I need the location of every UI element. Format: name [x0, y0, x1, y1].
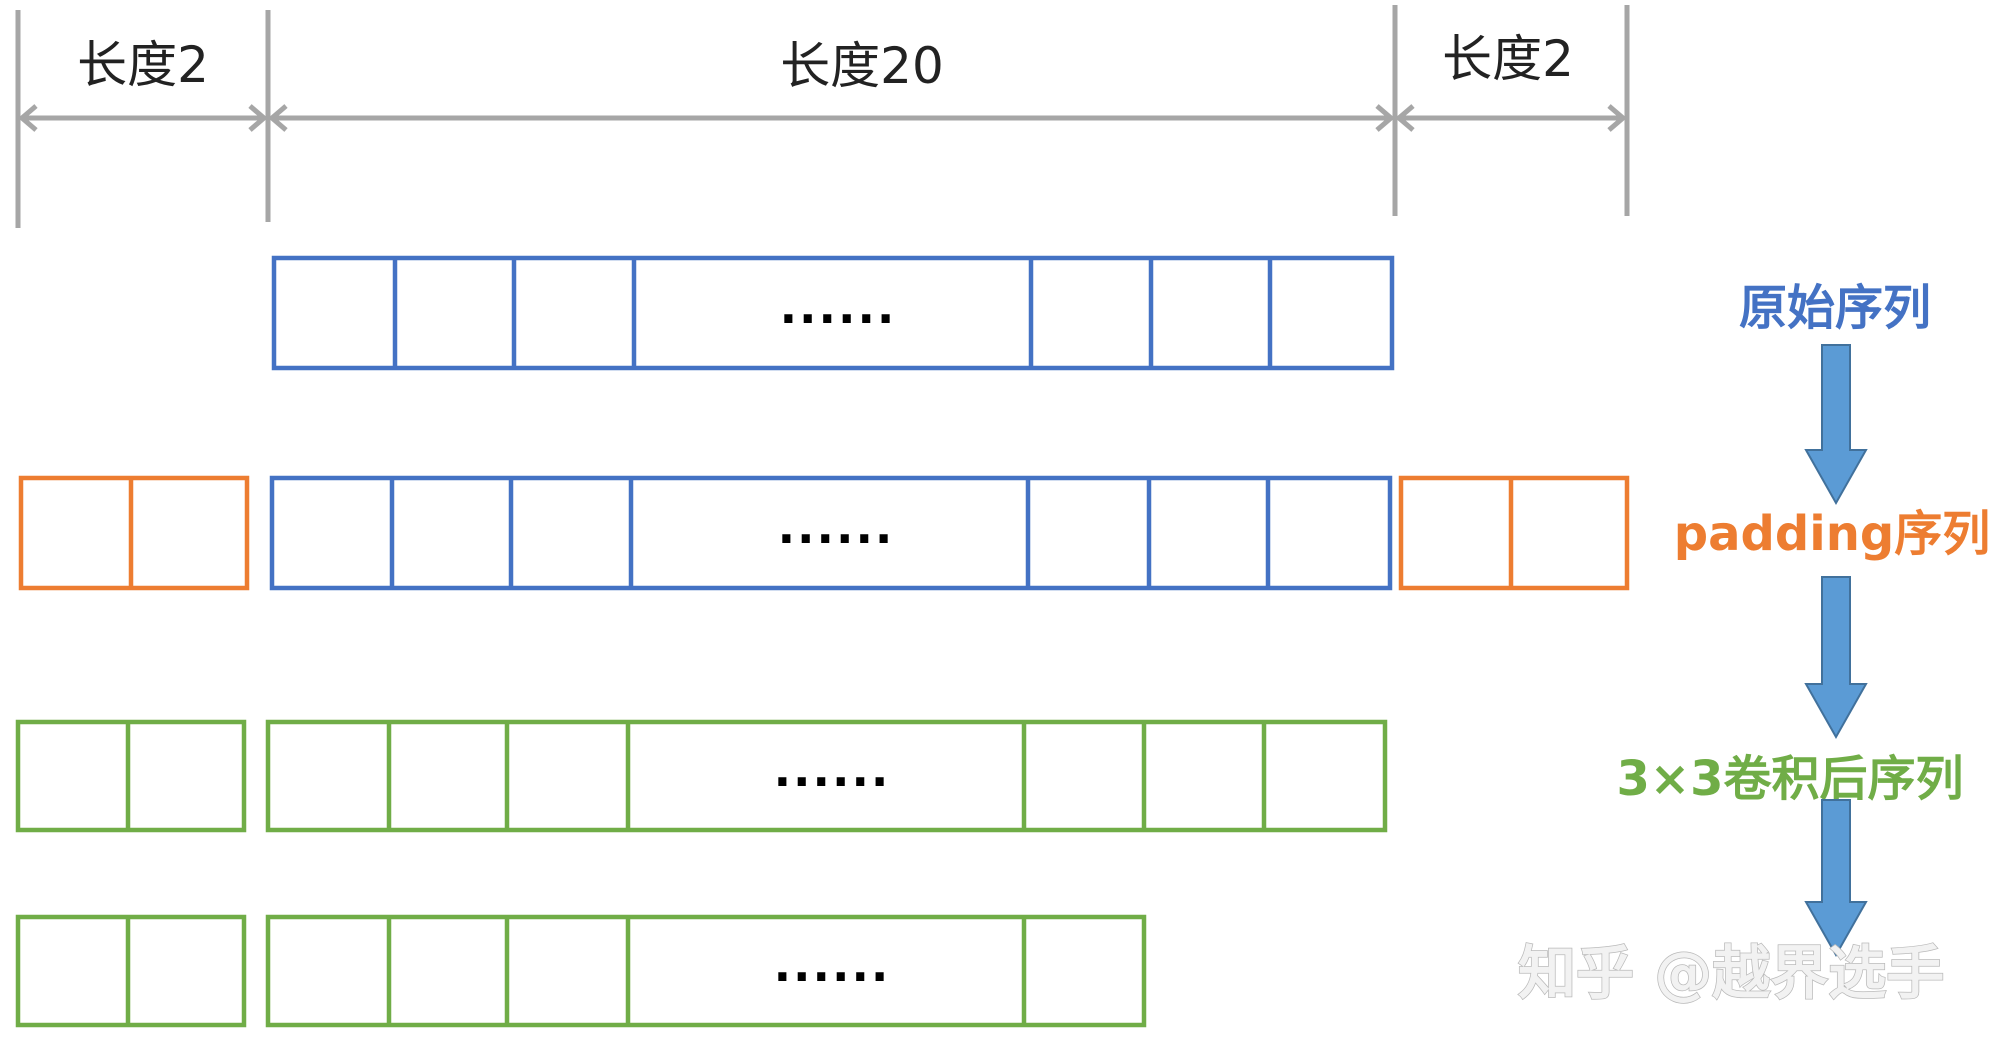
- dimension-arrowhead: [1375, 104, 1395, 132]
- dimension-guides: [15, 5, 1630, 228]
- output-left-frame: [15, 914, 247, 1028]
- down-arrow-icon: [1804, 576, 1868, 740]
- ellipsis-padding: ......: [778, 500, 895, 554]
- padding-original-frame: [269, 475, 1393, 591]
- watermark: 知乎 @越界选手: [1518, 939, 1944, 1007]
- ellipsis-conv: ......: [774, 743, 891, 797]
- padding-right: [1398, 475, 1630, 591]
- flow-arrows: [1804, 344, 1868, 958]
- conv-main-frame: [265, 719, 1388, 833]
- padding-right-frame: [1398, 475, 1630, 591]
- dimension-label-right: 长度2: [1442, 30, 1574, 88]
- dimension-arrowhead: [1607, 104, 1627, 132]
- dimension-label-left: 长度2: [77, 36, 209, 94]
- dimension-arrowhead: [268, 104, 288, 132]
- padding-left: [18, 475, 250, 591]
- ellipsis-original: ......: [780, 280, 897, 334]
- output-sequence: [15, 914, 1147, 1028]
- ellipsis-output: ......: [774, 938, 891, 992]
- down-arrow-icon: [1804, 799, 1868, 958]
- original-sequence: [271, 255, 1395, 371]
- padding-original-block: [269, 475, 1393, 591]
- conv-left-frame: [15, 719, 247, 833]
- step-label-padding: padding序列: [1674, 506, 1990, 562]
- step-label-original: 原始序列: [1739, 280, 1931, 336]
- step-label-conv: 3×3卷积后序列: [1616, 751, 1963, 807]
- conv-sequence: [15, 719, 1388, 833]
- dimension-arrowhead: [248, 104, 268, 132]
- original-sequence-frame: [271, 255, 1395, 371]
- padding-left-frame: [18, 475, 250, 591]
- dimension-arrowhead: [18, 104, 38, 132]
- dimension-label-middle: 长度20: [780, 37, 944, 95]
- down-arrow-icon: [1804, 344, 1868, 506]
- output-main-frame: [265, 914, 1147, 1028]
- dimension-arrowhead: [1395, 104, 1415, 132]
